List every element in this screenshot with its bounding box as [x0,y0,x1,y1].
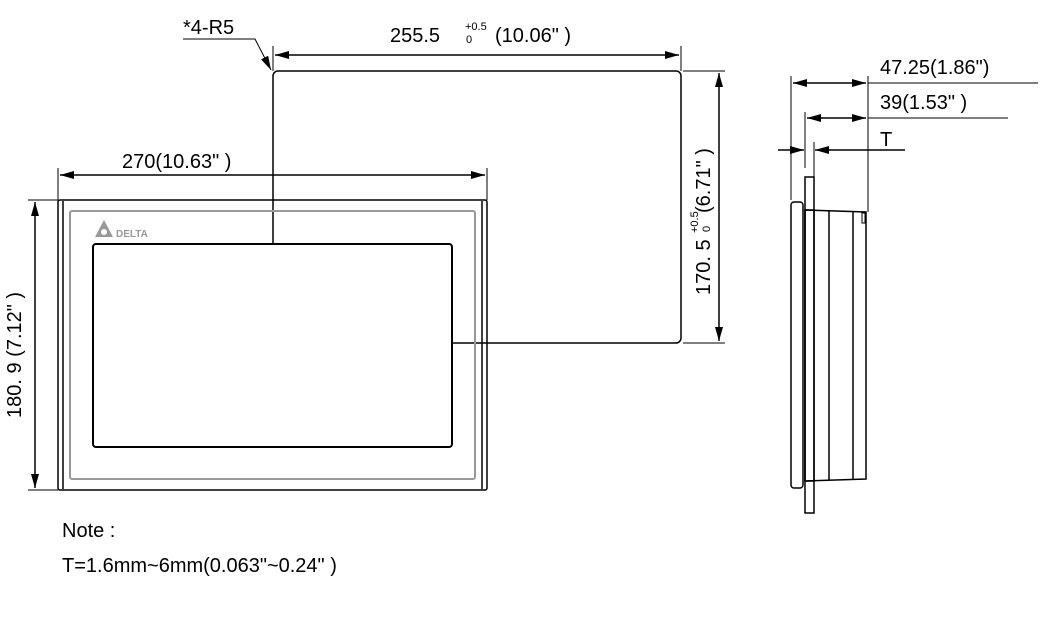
cutout-outline [272,70,682,344]
logo-text: DELTA [116,229,148,240]
mounting-panel-section [804,209,815,482]
note-text: T=1.6mm~6mm(0.063"~0.24" ) [62,555,337,577]
cutout-height-value: 170. 5 [693,239,715,295]
front-width-label: 270(10.63" ) [122,151,231,173]
front-height-label: 180. 9 (7.12" ) [4,292,26,418]
cutout-height-tol-upper: +0.5 [689,211,701,233]
delta-logo: DELTA [95,220,148,240]
bezel-inner-border [69,210,476,480]
side-view: 47.25(1.86") 39(1.53" ) T [778,57,1038,514]
cutout-width-inch: (10.06" ) [495,25,571,47]
body-clip [861,212,866,224]
front-housing [57,199,488,491]
cutout-width-tol-upper: +0.5 [465,21,487,33]
cutout-height-label: 170. 5 +0.5 0 (6.71" ) [689,148,715,295]
cutout-width-label: 255.5 [390,25,440,47]
thickness-label: T [880,129,892,151]
panel-cutout: 255.5 +0.5 0 (10.06" ) 170. 5 +0.5 0 (6.… [183,17,725,344]
cutout-height-inch: (6.71" ) [693,148,715,213]
cutout-width-tol-lower: 0 [466,34,472,46]
touch-screen [92,243,453,448]
corner-radius-note: *4-R5 [183,17,234,39]
corner-radius-leader [183,38,272,71]
side-bezel [790,201,804,489]
front-view: DELTA 270(10.63" ) 180. 9 (7.12" ) [4,151,488,491]
total-depth-label: 47.25(1.86") [880,57,989,79]
body-depth-label: 39(1.53" ) [880,92,967,114]
mounting-panel [804,176,815,514]
cutout-height-tol-lower: 0 [701,226,713,232]
note-title: Note : [62,520,115,542]
